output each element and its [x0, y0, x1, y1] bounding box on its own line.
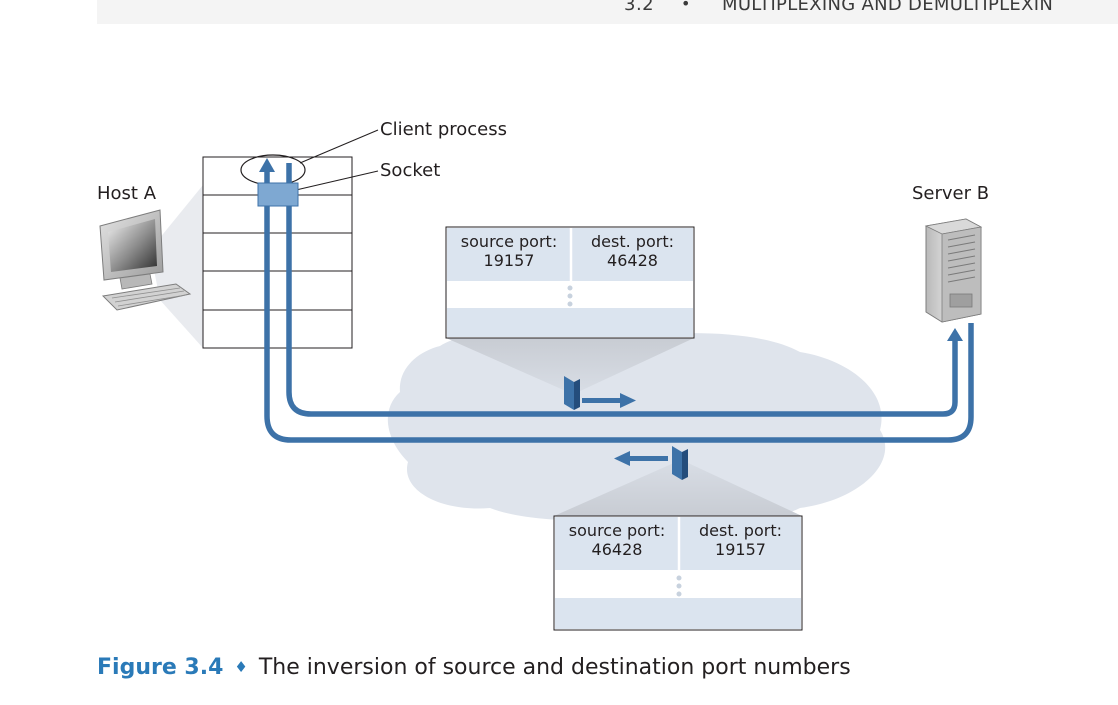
top-segment	[445, 226, 695, 339]
bottom-dest-port-value: 19157	[715, 540, 766, 559]
section-number: 3.2	[624, 0, 655, 15]
client-arrowhead	[259, 158, 275, 172]
outbound-path	[286, 163, 958, 417]
socket-leader	[295, 170, 379, 191]
running-head-title: MULTIPLEXING AND DEMULTIPLEXIN	[722, 0, 1054, 15]
network-cloud	[387, 331, 886, 521]
bottom-source-port-value: 46428	[591, 540, 643, 559]
return-path	[264, 170, 974, 443]
client-process-label: Client process	[380, 119, 508, 140]
server-b-label: Server B	[912, 183, 990, 204]
bottom-source-port-cell: source port: 46428	[555, 521, 679, 559]
caption-diamond: ♦	[234, 658, 248, 676]
figure-caption: Figure 3.4 ♦ The inversion of source and…	[97, 655, 851, 680]
host-to-stack-beam	[150, 185, 203, 348]
client-process-leader	[299, 129, 379, 164]
figure-number: Figure 3.4	[97, 655, 224, 680]
server-arrowhead	[947, 328, 963, 341]
top-dest-port-cell: dest. port: 46428	[572, 232, 693, 270]
host-a-label: Host A	[97, 183, 157, 204]
top-source-port-value: 19157	[483, 251, 535, 270]
bottom-packet-beam	[554, 462, 802, 516]
top-dest-port-header: dest. port:	[591, 232, 674, 251]
top-source-port-header: source port:	[460, 232, 558, 251]
top-packet-beam	[446, 338, 694, 392]
server-b-icon	[924, 218, 983, 323]
socket-label: Socket	[380, 160, 441, 181]
socket-icon	[257, 182, 299, 207]
top-source-port-cell: source port: 19157	[447, 232, 571, 270]
bottom-source-port-header: source port:	[568, 521, 666, 540]
outbound-packet-icon	[564, 376, 636, 410]
bottom-dest-port-cell: dest. port: 19157	[680, 521, 801, 559]
bottom-dest-port-header: dest. port:	[699, 521, 782, 540]
page-header-bar	[97, 0, 1118, 24]
top-dest-port-value: 46428	[607, 251, 658, 270]
host-a-computer-icon	[99, 209, 192, 311]
header-bullet: •	[681, 0, 691, 13]
bottom-segment	[553, 515, 803, 631]
return-packet-icon	[614, 446, 688, 480]
caption-text: The inversion of source and destination …	[258, 655, 851, 680]
